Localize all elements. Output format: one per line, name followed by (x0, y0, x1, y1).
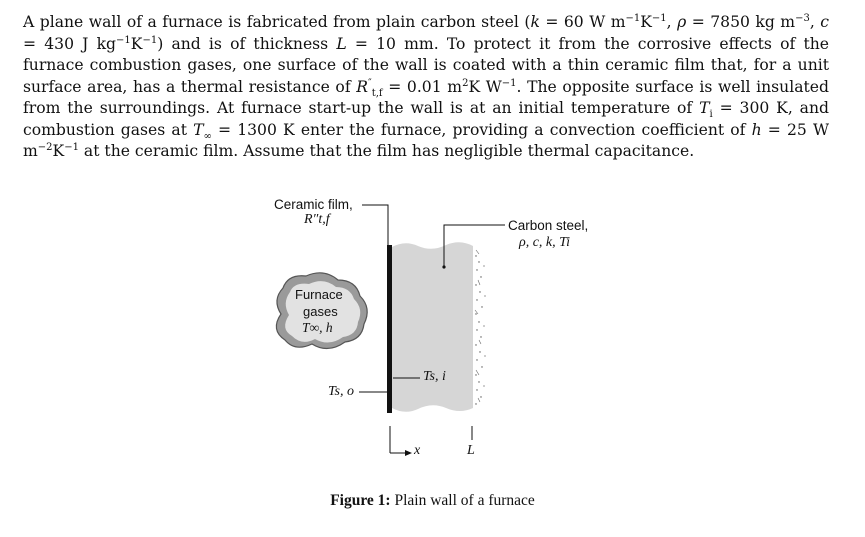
carbon-steel-properties: ρ, c, k, Ti (519, 235, 571, 250)
caption-text: Plain wall of a furnace (390, 492, 535, 509)
furnace-gases-line3: T∞, h (302, 320, 333, 335)
insulation-pattern (475, 255, 486, 405)
furnace-gases-line1: Furnace (295, 287, 343, 302)
surface-temp-inner-label: Ts, i (423, 369, 446, 384)
x-axis-label: x (414, 443, 421, 458)
thickness-label: L (467, 443, 475, 458)
surface-temp-outer-label: Ts, o (328, 384, 354, 399)
ceramic-leader (362, 204, 389, 246)
figure-caption: Figure 1: Plain wall of a furnace (0, 492, 865, 510)
ceramic-film (387, 245, 392, 413)
ceramic-film-symbol: R″t,f (304, 212, 330, 227)
furnace-gases-line2: gases (303, 304, 338, 319)
caption-label: Figure 1: (330, 492, 391, 509)
steel-leader (443, 224, 505, 266)
carbon-steel-label: Carbon steel, (508, 218, 589, 233)
problem-statement: A plane wall of a furnace is fabricated … (23, 12, 830, 160)
carbon-steel-slab (392, 242, 473, 412)
ceramic-film-label: Ceramic film, (274, 197, 353, 212)
